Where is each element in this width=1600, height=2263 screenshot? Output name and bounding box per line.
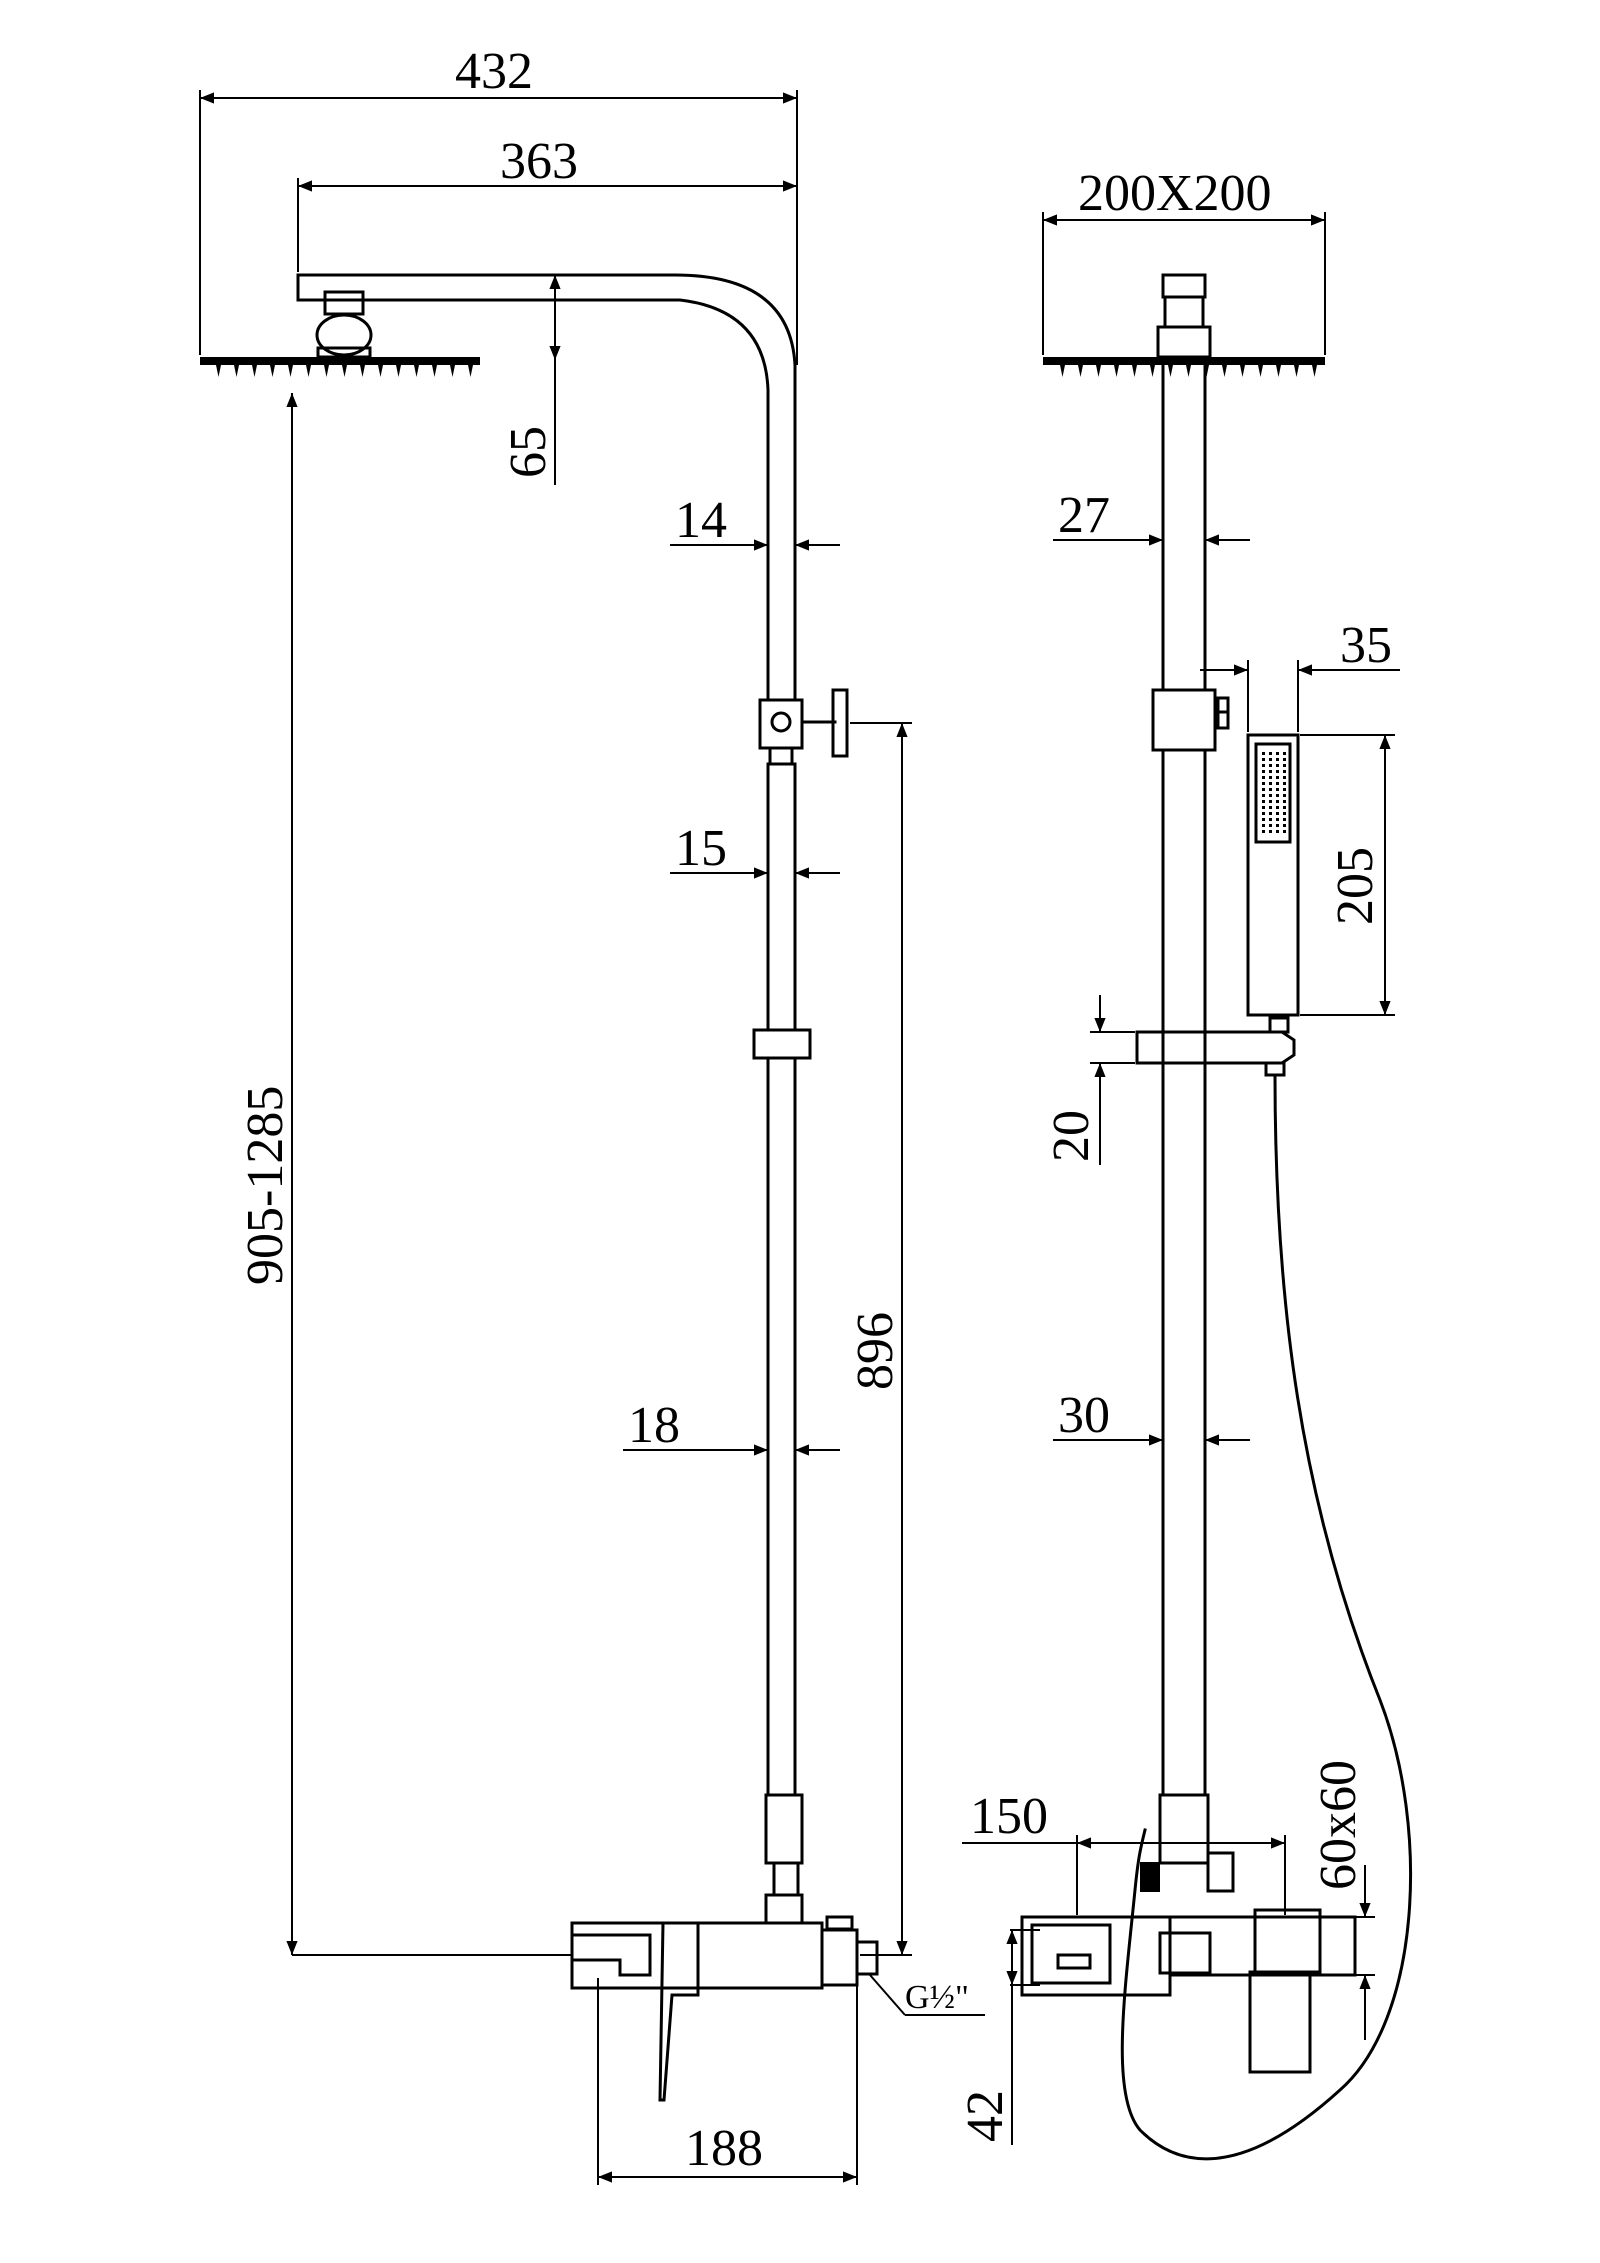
dim-body-size: 60x60 bbox=[1310, 1760, 1375, 2040]
front-sliding-bar bbox=[752, 762, 812, 1797]
dim-pipe-height: 896 bbox=[847, 722, 912, 1956]
dim-head-drop: 65 bbox=[500, 275, 561, 485]
front-lower-coupling bbox=[764, 1793, 804, 1925]
dim-mixer-width-label: 188 bbox=[685, 2120, 763, 2177]
dim-inlet-spacing: 150 bbox=[962, 1788, 1286, 1915]
front-diverter bbox=[758, 688, 849, 766]
dim-sliding-bar: 15 bbox=[670, 820, 840, 879]
dim-body-depth: 42 bbox=[957, 1929, 1040, 2145]
dim-overall-width: 432 bbox=[199, 43, 798, 365]
front-view: G½" 432 363 65 14 bbox=[199, 43, 985, 2185]
side-shower-head bbox=[1043, 273, 1325, 377]
side-view: 200X200 27 35 205 20 bbox=[957, 165, 1412, 2161]
dim-head-drop-label: 65 bbox=[500, 426, 557, 478]
dim-lower-pipe-label: 18 bbox=[628, 1397, 680, 1454]
dim-holder-height-label: 20 bbox=[1043, 1110, 1100, 1162]
dim-hand-shower-length: 205 bbox=[1300, 734, 1395, 1016]
dim-sliding-bar-label: 15 bbox=[675, 820, 727, 877]
hose bbox=[1120, 1073, 1412, 2161]
front-mixer-body bbox=[570, 1915, 879, 2102]
dim-inlet-spacing-label: 150 bbox=[970, 1788, 1048, 1845]
dim-side-lower-pipe-label: 30 bbox=[1058, 1387, 1110, 1444]
dim-head-size: 200X200 bbox=[1042, 165, 1326, 355]
dim-arm-length-label: 363 bbox=[500, 133, 578, 190]
dim-side-upper-pipe-label: 27 bbox=[1058, 487, 1110, 544]
dim-upper-pipe: 14 bbox=[670, 492, 840, 551]
dim-hand-shower-label: 35 bbox=[1340, 617, 1392, 674]
dim-side-lower-pipe: 30 bbox=[1053, 1387, 1250, 1446]
dim-body-depth-label: 42 bbox=[957, 2090, 1014, 2142]
front-shower-head bbox=[200, 290, 480, 377]
front-shower-arm bbox=[296, 273, 797, 702]
dim-arm-length: 363 bbox=[297, 133, 797, 272]
dim-pipe-height-label: 896 bbox=[847, 1312, 904, 1390]
side-lower-coupling bbox=[1140, 1793, 1235, 1893]
dim-height-range-label: 905-1285 bbox=[237, 1086, 294, 1285]
side-mixer-body bbox=[1020, 1908, 1357, 2074]
dim-holder-height: 20 bbox=[1043, 995, 1135, 1165]
dim-overall-width-label: 432 bbox=[455, 43, 533, 100]
dim-upper-pipe-label: 14 bbox=[675, 492, 727, 549]
dim-hand-shower-length-label: 205 bbox=[1327, 847, 1384, 925]
dim-body-size-label: 60x60 bbox=[1310, 1760, 1367, 1890]
thread-label: G½" bbox=[905, 1979, 969, 2016]
dim-side-upper-pipe: 27 bbox=[1053, 487, 1250, 546]
dim-mixer-width: 188 bbox=[597, 1978, 858, 2185]
dim-height-range: 905-1285 bbox=[237, 393, 572, 1956]
dim-lower-pipe: 18 bbox=[623, 1397, 840, 1456]
dim-hand-shower: 35 bbox=[1200, 617, 1400, 732]
side-diverter bbox=[1151, 688, 1230, 752]
dim-head-size-label: 200X200 bbox=[1078, 165, 1272, 222]
side-holder bbox=[1135, 1016, 1296, 1077]
side-hand-shower bbox=[1246, 733, 1300, 1017]
